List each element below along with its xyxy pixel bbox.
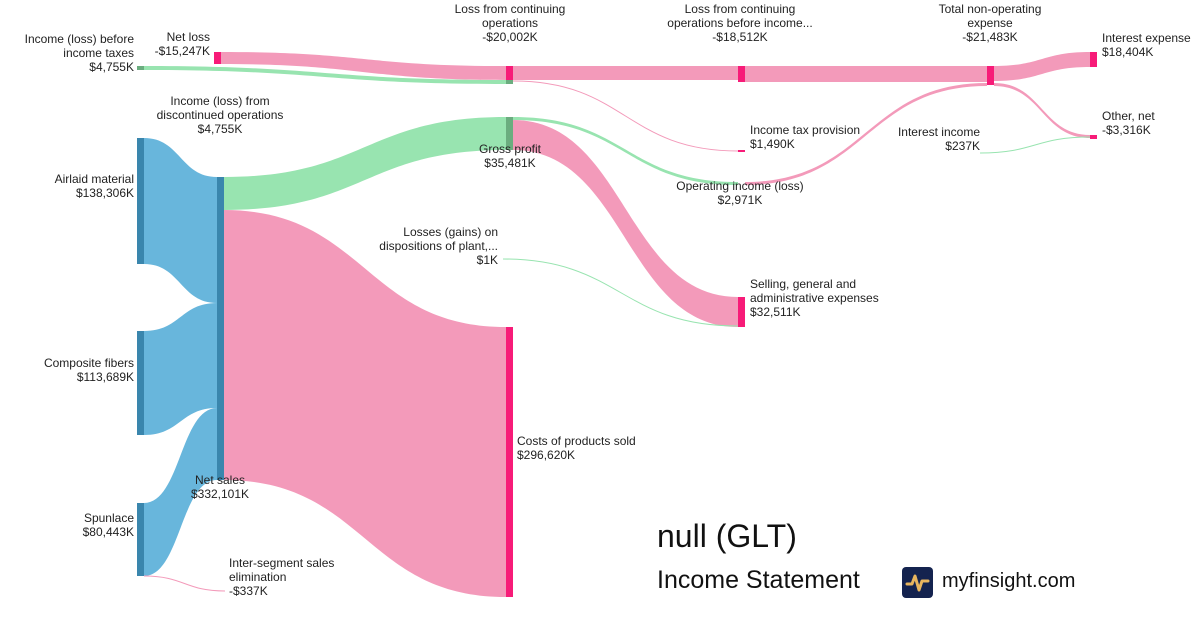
link-grossprofit-opincome xyxy=(513,117,738,185)
link-spunlace-intersegment xyxy=(143,575,226,592)
myfinsight-logo-icon xyxy=(902,567,933,598)
link-interestincome-othernet xyxy=(979,136,1091,154)
link-nonop-interestexp xyxy=(994,52,1090,81)
link-losscont-lossbefore xyxy=(513,66,738,80)
node-cogs[interactable] xyxy=(506,327,513,597)
node-income-tax[interactable] xyxy=(738,150,745,152)
link-incomebefore-losscont xyxy=(144,66,506,84)
link-nonop-othernet xyxy=(994,83,1090,138)
node-loss-continuing-green[interactable] xyxy=(506,80,513,84)
link-spunlace-netsales xyxy=(144,408,217,576)
link-losscont-incometax xyxy=(512,80,739,152)
label-cogs: Costs of products sold$296,620K xyxy=(517,434,636,462)
label-composite: Composite fibers$113,689K xyxy=(43,356,134,384)
label-interest-income: Interest income$237K xyxy=(897,125,980,153)
label-interest-expense: Interest expense$18,404K xyxy=(1102,31,1191,59)
label-airlaid: Airlaid material$138,306K xyxy=(54,172,134,200)
node-composite[interactable] xyxy=(137,331,144,435)
label-gross-profit: Gross profit$35,481K xyxy=(478,142,541,170)
statement-subtitle: Income Statement xyxy=(657,566,860,594)
node-sga[interactable] xyxy=(738,297,745,327)
node-interest-expense[interactable] xyxy=(1090,52,1097,67)
label-income-tax: Income tax provision$1,490K xyxy=(750,123,861,151)
label-other-net: Other, net-$3,316K xyxy=(1102,109,1155,137)
node-net-sales[interactable] xyxy=(217,177,224,480)
site-link[interactable]: myfinsight.com xyxy=(942,570,1076,592)
link-airlaid-netsales xyxy=(144,138,217,303)
label-spunlace: Spunlace$80,443K xyxy=(82,511,134,539)
node-gross-profit[interactable] xyxy=(506,117,513,150)
node-loss-before-income[interactable] xyxy=(738,66,745,82)
link-dispositions-sga xyxy=(502,258,739,327)
node-total-nonop[interactable] xyxy=(987,66,994,85)
node-airlaid[interactable] xyxy=(137,138,144,264)
label-net-loss: Net loss-$15,247K xyxy=(154,30,210,58)
node-other-net[interactable] xyxy=(1090,135,1097,139)
label-net-sales: Net sales$332,101K xyxy=(190,473,250,501)
link-netloss-losscont xyxy=(221,52,506,80)
node-net-loss[interactable] xyxy=(214,52,221,64)
link-netsales-cogs xyxy=(224,210,506,597)
link-opincome-nonop xyxy=(745,83,987,185)
node-loss-continuing[interactable] xyxy=(506,66,513,80)
link-lossbefore-nonop xyxy=(745,66,987,82)
link-composite-netsales xyxy=(144,303,217,435)
link-netsales-grossprofit xyxy=(224,117,506,210)
link-grossprofit-sga xyxy=(513,120,738,327)
company-title: null (GLT) xyxy=(657,518,797,554)
node-spunlace[interactable] xyxy=(137,503,144,576)
node-income-before-taxes[interactable] xyxy=(137,66,144,70)
label-operating-income: Operating income (loss)$2,971K xyxy=(676,179,804,207)
